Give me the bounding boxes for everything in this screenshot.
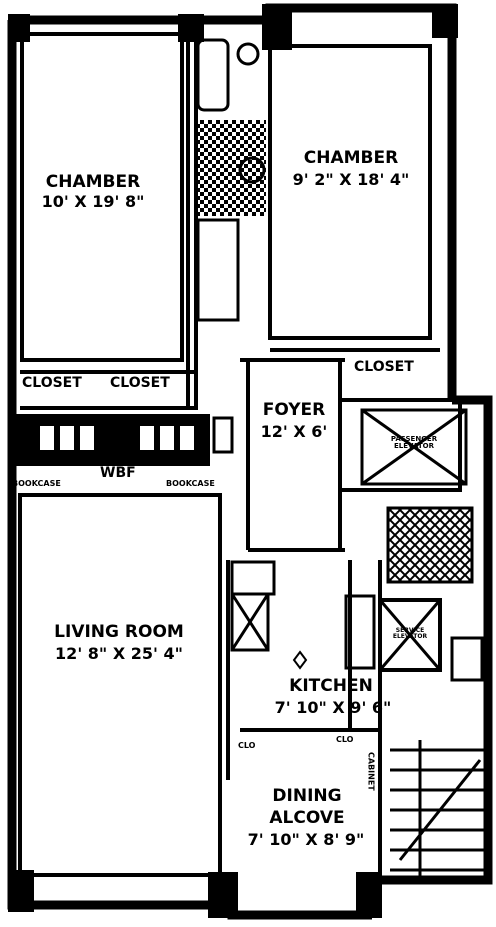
- clo-left-label: CLO: [238, 741, 256, 750]
- wbf-wall: [8, 414, 234, 466]
- closet-mid-label: CLOSET: [110, 375, 170, 391]
- dining-size: 7' 10" X 8' 9": [247, 830, 365, 849]
- passenger-elevator: [360, 408, 468, 486]
- clo-right-label: CLO: [336, 735, 354, 744]
- passenger-elevator-label: PASSENGER ELEVATOR: [390, 435, 438, 451]
- dining-line2: ALCOVE: [269, 808, 345, 828]
- chamber-1-size: 10' X 19' 8": [41, 192, 145, 211]
- service-elevator: [378, 599, 442, 671]
- closet-left-label: CLOSET: [22, 375, 82, 391]
- interior-walls: [18, 32, 462, 880]
- corner-columns: [8, 4, 458, 918]
- kitchen-size: 7' 10" X 9' 6": [274, 698, 392, 717]
- foyer-size: 12' X 6': [260, 422, 328, 441]
- foyer-name: FOYER: [262, 400, 326, 420]
- living-room-size: 12' 8" X 25' 4": [55, 644, 183, 663]
- bookcase-right-label: BOOKCASE: [166, 479, 215, 488]
- service-elevator-label: SERVICE ELEVATOR: [392, 627, 428, 641]
- closet-right-label: CLOSET: [354, 359, 414, 375]
- cabinet-label: CABINET: [366, 752, 376, 791]
- kitchen-fixtures: [230, 560, 484, 682]
- kitchen-name: KITCHEN: [289, 676, 373, 696]
- living-room-name: LIVING ROOM: [54, 622, 184, 642]
- dining-line1: DINING: [272, 786, 342, 806]
- stairs: [390, 740, 486, 876]
- windows: [50, 9, 420, 915]
- chamber-1-name: CHAMBER: [45, 172, 141, 192]
- ceiling-light-icon: [292, 650, 308, 670]
- grille: [386, 506, 474, 584]
- chamber-2-size: 9' 2" X 18' 4": [292, 170, 410, 189]
- wbf-label: WBF: [98, 465, 138, 481]
- bath-fixtures: [196, 38, 266, 322]
- bookcase-left-label: BOOKCASE: [12, 479, 61, 488]
- chamber-2-name: CHAMBER: [303, 148, 399, 168]
